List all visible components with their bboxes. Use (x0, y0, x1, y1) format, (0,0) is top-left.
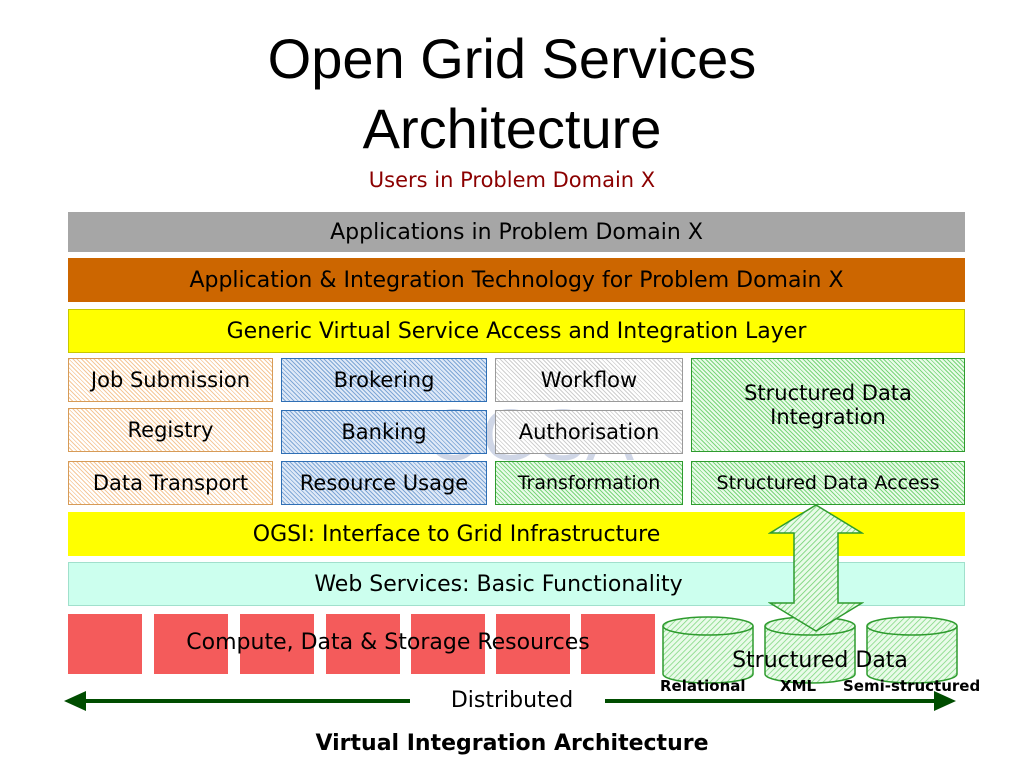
banking-service: Banking (281, 410, 487, 454)
relational-db-icon (662, 616, 754, 684)
semi-structured-db-icon (866, 616, 958, 684)
app-integration-layer: Application & Integration Technology for… (68, 258, 965, 302)
brokering-service: Brokering (281, 358, 487, 402)
resource-block (496, 614, 570, 674)
distributed-label: Distributed (450, 688, 574, 713)
transformation-service: Transformation (495, 461, 683, 505)
applications-layer: Applications in Problem Domain X (68, 212, 965, 252)
double-arrow-icon (768, 504, 864, 632)
resource-block (240, 614, 314, 674)
xml-label: XML (780, 677, 817, 695)
footer-caption: Virtual Integration Architecture (315, 731, 709, 756)
resource-block (581, 614, 655, 674)
distributed-arrow-icon (64, 691, 956, 711)
semi-structured-label: Semi-structured (843, 677, 981, 695)
resource-block (411, 614, 485, 674)
structured-data-label: Structured Data (732, 648, 908, 673)
authorisation-service: Authorisation (495, 410, 683, 454)
page-title-line-1: Open Grid Services (267, 27, 757, 90)
ogsi-layer-label: OGSI: Interface to Grid Infrastructure (252, 521, 661, 547)
resource-usage-service: Resource Usage (281, 461, 487, 505)
database-cylinders (662, 616, 958, 684)
structured-data-access: Structured Data Access (691, 461, 965, 505)
web-services-layer-label: Web Services: Basic Functionality (314, 571, 683, 597)
structured-data-integration: Structured Data Integration (691, 358, 965, 452)
data-transport-service: Data Transport (68, 461, 273, 505)
page-title-line-2: Architecture (362, 97, 662, 160)
relational-label: Relational (660, 677, 746, 695)
workflow-service: Workflow (495, 358, 683, 402)
resource-block (326, 614, 400, 674)
job-submission-service: Job Submission (68, 358, 273, 402)
compute-resources-label: Compute, Data & Storage Resources (186, 630, 590, 655)
registry-service: Registry (68, 408, 273, 452)
resource-block (154, 614, 228, 674)
generic-access-layer: Generic Virtual Service Access and Integ… (68, 309, 965, 353)
resource-block (68, 614, 142, 674)
subtitle: Users in Problem Domain X (368, 168, 656, 192)
